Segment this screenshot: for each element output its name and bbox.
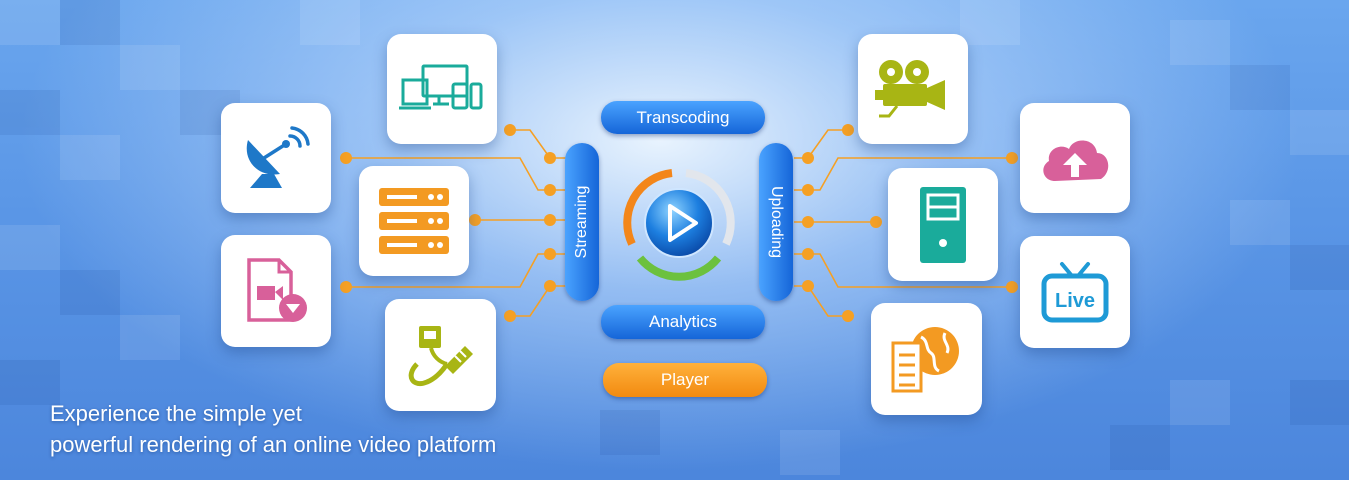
live-tv-card: Live	[1020, 236, 1130, 348]
web-server-card	[871, 303, 982, 415]
analytics-label: Analytics	[648, 312, 718, 331]
computer-tower-icon	[920, 186, 966, 263]
movie-camera-icon	[875, 60, 945, 118]
svg-text:Live: Live	[1055, 290, 1095, 312]
server-rack-card	[359, 166, 469, 276]
tagline-line-1: Experience the simple yet	[50, 401, 302, 426]
movie-camera-card	[858, 34, 968, 144]
network-cable-icon	[408, 326, 473, 386]
tagline-line-2: powerful rendering of an online video pl…	[50, 432, 497, 457]
uploading-pill: Uploading	[759, 143, 793, 301]
tagline: Experience the simple yet powerful rende…	[50, 398, 496, 460]
transcoding-pill: Transcoding	[601, 101, 765, 134]
streaming-label: Streaming	[573, 185, 590, 259]
devices-icon	[399, 64, 483, 110]
web-server-icon	[891, 327, 959, 393]
devices-card	[387, 34, 497, 144]
player-label: Player	[660, 370, 710, 389]
computer-tower-card	[888, 168, 998, 281]
play-icon	[668, 204, 698, 242]
server-rack-icon	[379, 188, 449, 254]
player-hub	[623, 169, 735, 281]
analytics-pill: Analytics	[601, 305, 765, 339]
video-file-card	[221, 235, 331, 347]
uploading-label: Uploading	[768, 185, 785, 259]
live-tv-icon: Live	[1041, 262, 1109, 323]
video-file-icon	[247, 258, 307, 322]
satellite-dish-icon	[246, 126, 310, 188]
cloud-upload-card	[1020, 103, 1130, 213]
satellite-dish-card	[221, 103, 331, 213]
cloud-upload-icon	[1043, 140, 1109, 181]
network-cable-card	[385, 299, 496, 411]
player-pill: Player	[603, 363, 767, 397]
streaming-pill: Streaming	[565, 143, 599, 301]
transcoding-label: Transcoding	[636, 107, 730, 127]
